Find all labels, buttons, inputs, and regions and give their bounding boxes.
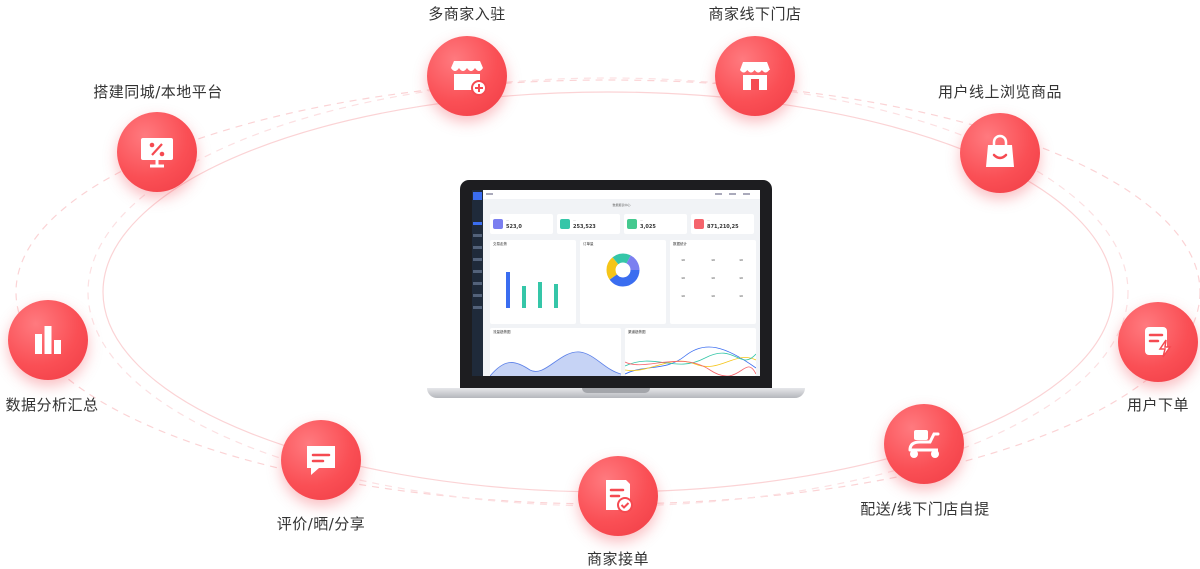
laptop-notch <box>582 388 650 393</box>
grid-value: 10 <box>711 258 715 262</box>
laptop-base <box>427 388 805 398</box>
stat-icon <box>627 219 637 229</box>
stat-label: — <box>573 218 576 222</box>
stat-card: — 253,523 <box>557 214 620 234</box>
grid-value: 10 <box>739 276 743 280</box>
order-flash-icon <box>1118 302 1198 382</box>
panel-title: 交易走势 <box>493 242 507 246</box>
chat-bubble-icon <box>281 420 361 500</box>
dashboard-title: 数据报表中心 <box>612 203 631 207</box>
feature-label-merchants-join: 多商家入驻 <box>428 5 506 23</box>
stat-value: 871,210,25 <box>707 224 739 230</box>
sidebar-item <box>473 258 482 261</box>
laptop-screen: 数据报表中心 — 523,0 — 253,523 — 3,025 — 871,2… <box>472 190 760 376</box>
shop-plus-icon <box>427 36 507 116</box>
data-stats-panel: 数据统计 10 10 10 10 10 10 10 10 10 <box>670 240 756 324</box>
chart-bar <box>554 284 558 308</box>
area-chart <box>490 351 621 376</box>
panel-title: 订单量 <box>583 242 594 246</box>
sidebar-item <box>473 234 482 237</box>
stat-label: — <box>707 218 710 222</box>
multi-line-chart <box>625 346 756 376</box>
sidebar-item <box>473 306 482 309</box>
panel-title: 数据统计 <box>673 242 687 246</box>
channel-trend-panel: 渠道趋势图 <box>625 328 756 376</box>
feature-label-merchant-accept: 商家接单 <box>586 550 649 568</box>
panel-title: 渠道趋势图 <box>628 330 646 334</box>
feature-label-delivery-pickup: 配送/线下门店自提 <box>860 500 990 518</box>
feature-label-data-analysis: 数据分析汇总 <box>5 396 99 414</box>
stat-label: — <box>640 218 643 222</box>
stat-card: — 3,025 <box>624 214 687 234</box>
grid-value: 10 <box>711 276 715 280</box>
grid-value: 10 <box>739 294 743 298</box>
chart-bar <box>506 272 510 308</box>
chart-bar <box>538 282 542 308</box>
grid-value: 10 <box>681 276 685 280</box>
stat-card: — 523,0 <box>490 214 553 234</box>
sidebar-item <box>473 282 482 285</box>
stat-icon <box>560 219 570 229</box>
donut-chart <box>606 253 640 287</box>
stat-value: 253,523 <box>573 224 596 230</box>
feature-label-browse-goods: 用户线上浏览商品 <box>937 83 1062 101</box>
grid-value: 10 <box>681 294 685 298</box>
feature-label-user-order: 用户下单 <box>1126 396 1189 414</box>
feature-label-offline-store: 商家线下门店 <box>708 5 802 23</box>
shopping-bag-icon <box>960 113 1040 193</box>
feature-label-city-platform: 搭建同城/本地平台 <box>93 83 223 101</box>
stat-icon <box>493 219 503 229</box>
stat-label: — <box>506 218 509 222</box>
storefront-icon <box>715 36 795 116</box>
stat-card: — 871,210,25 <box>691 214 754 234</box>
trade-trend-panel: 交易走势 <box>490 240 576 324</box>
dashboard-topbar <box>483 190 760 199</box>
panel-title: 流量趋势图 <box>493 330 511 334</box>
stat-value: 523,0 <box>506 224 522 230</box>
grid-value: 10 <box>711 294 715 298</box>
laptop-dashboard: 数据报表中心 — 523,0 — 253,523 — 3,025 — 871,2… <box>427 180 805 402</box>
bar-chart-icon <box>8 300 88 380</box>
grid-value: 10 <box>681 258 685 262</box>
laptop-lid: 数据报表中心 — 523,0 — 253,523 — 3,025 — 871,2… <box>460 180 772 390</box>
sidebar-item <box>473 294 482 297</box>
chart-bar <box>522 286 526 308</box>
scooter-icon <box>884 404 964 484</box>
topbar-link-icon <box>715 193 722 195</box>
order-check-icon <box>578 456 658 536</box>
feature-label-review-share: 评价/晒/分享 <box>276 515 366 533</box>
grid-value: 10 <box>739 258 743 262</box>
order-volume-panel: 订单量 <box>580 240 666 324</box>
stat-value: 3,025 <box>640 224 656 230</box>
flow-trend-panel: 流量趋势图 <box>490 328 621 376</box>
sidebar-item <box>473 270 482 273</box>
discount-monitor-icon <box>117 112 197 192</box>
menu-icon <box>486 193 493 195</box>
dashboard-logo <box>473 192 482 200</box>
topbar-link-icon <box>729 193 736 195</box>
stat-icon <box>694 219 704 229</box>
sidebar-item <box>473 222 482 225</box>
sidebar-item <box>473 246 482 249</box>
topbar-link-icon <box>743 193 750 195</box>
dashboard-sidebar <box>472 190 483 376</box>
